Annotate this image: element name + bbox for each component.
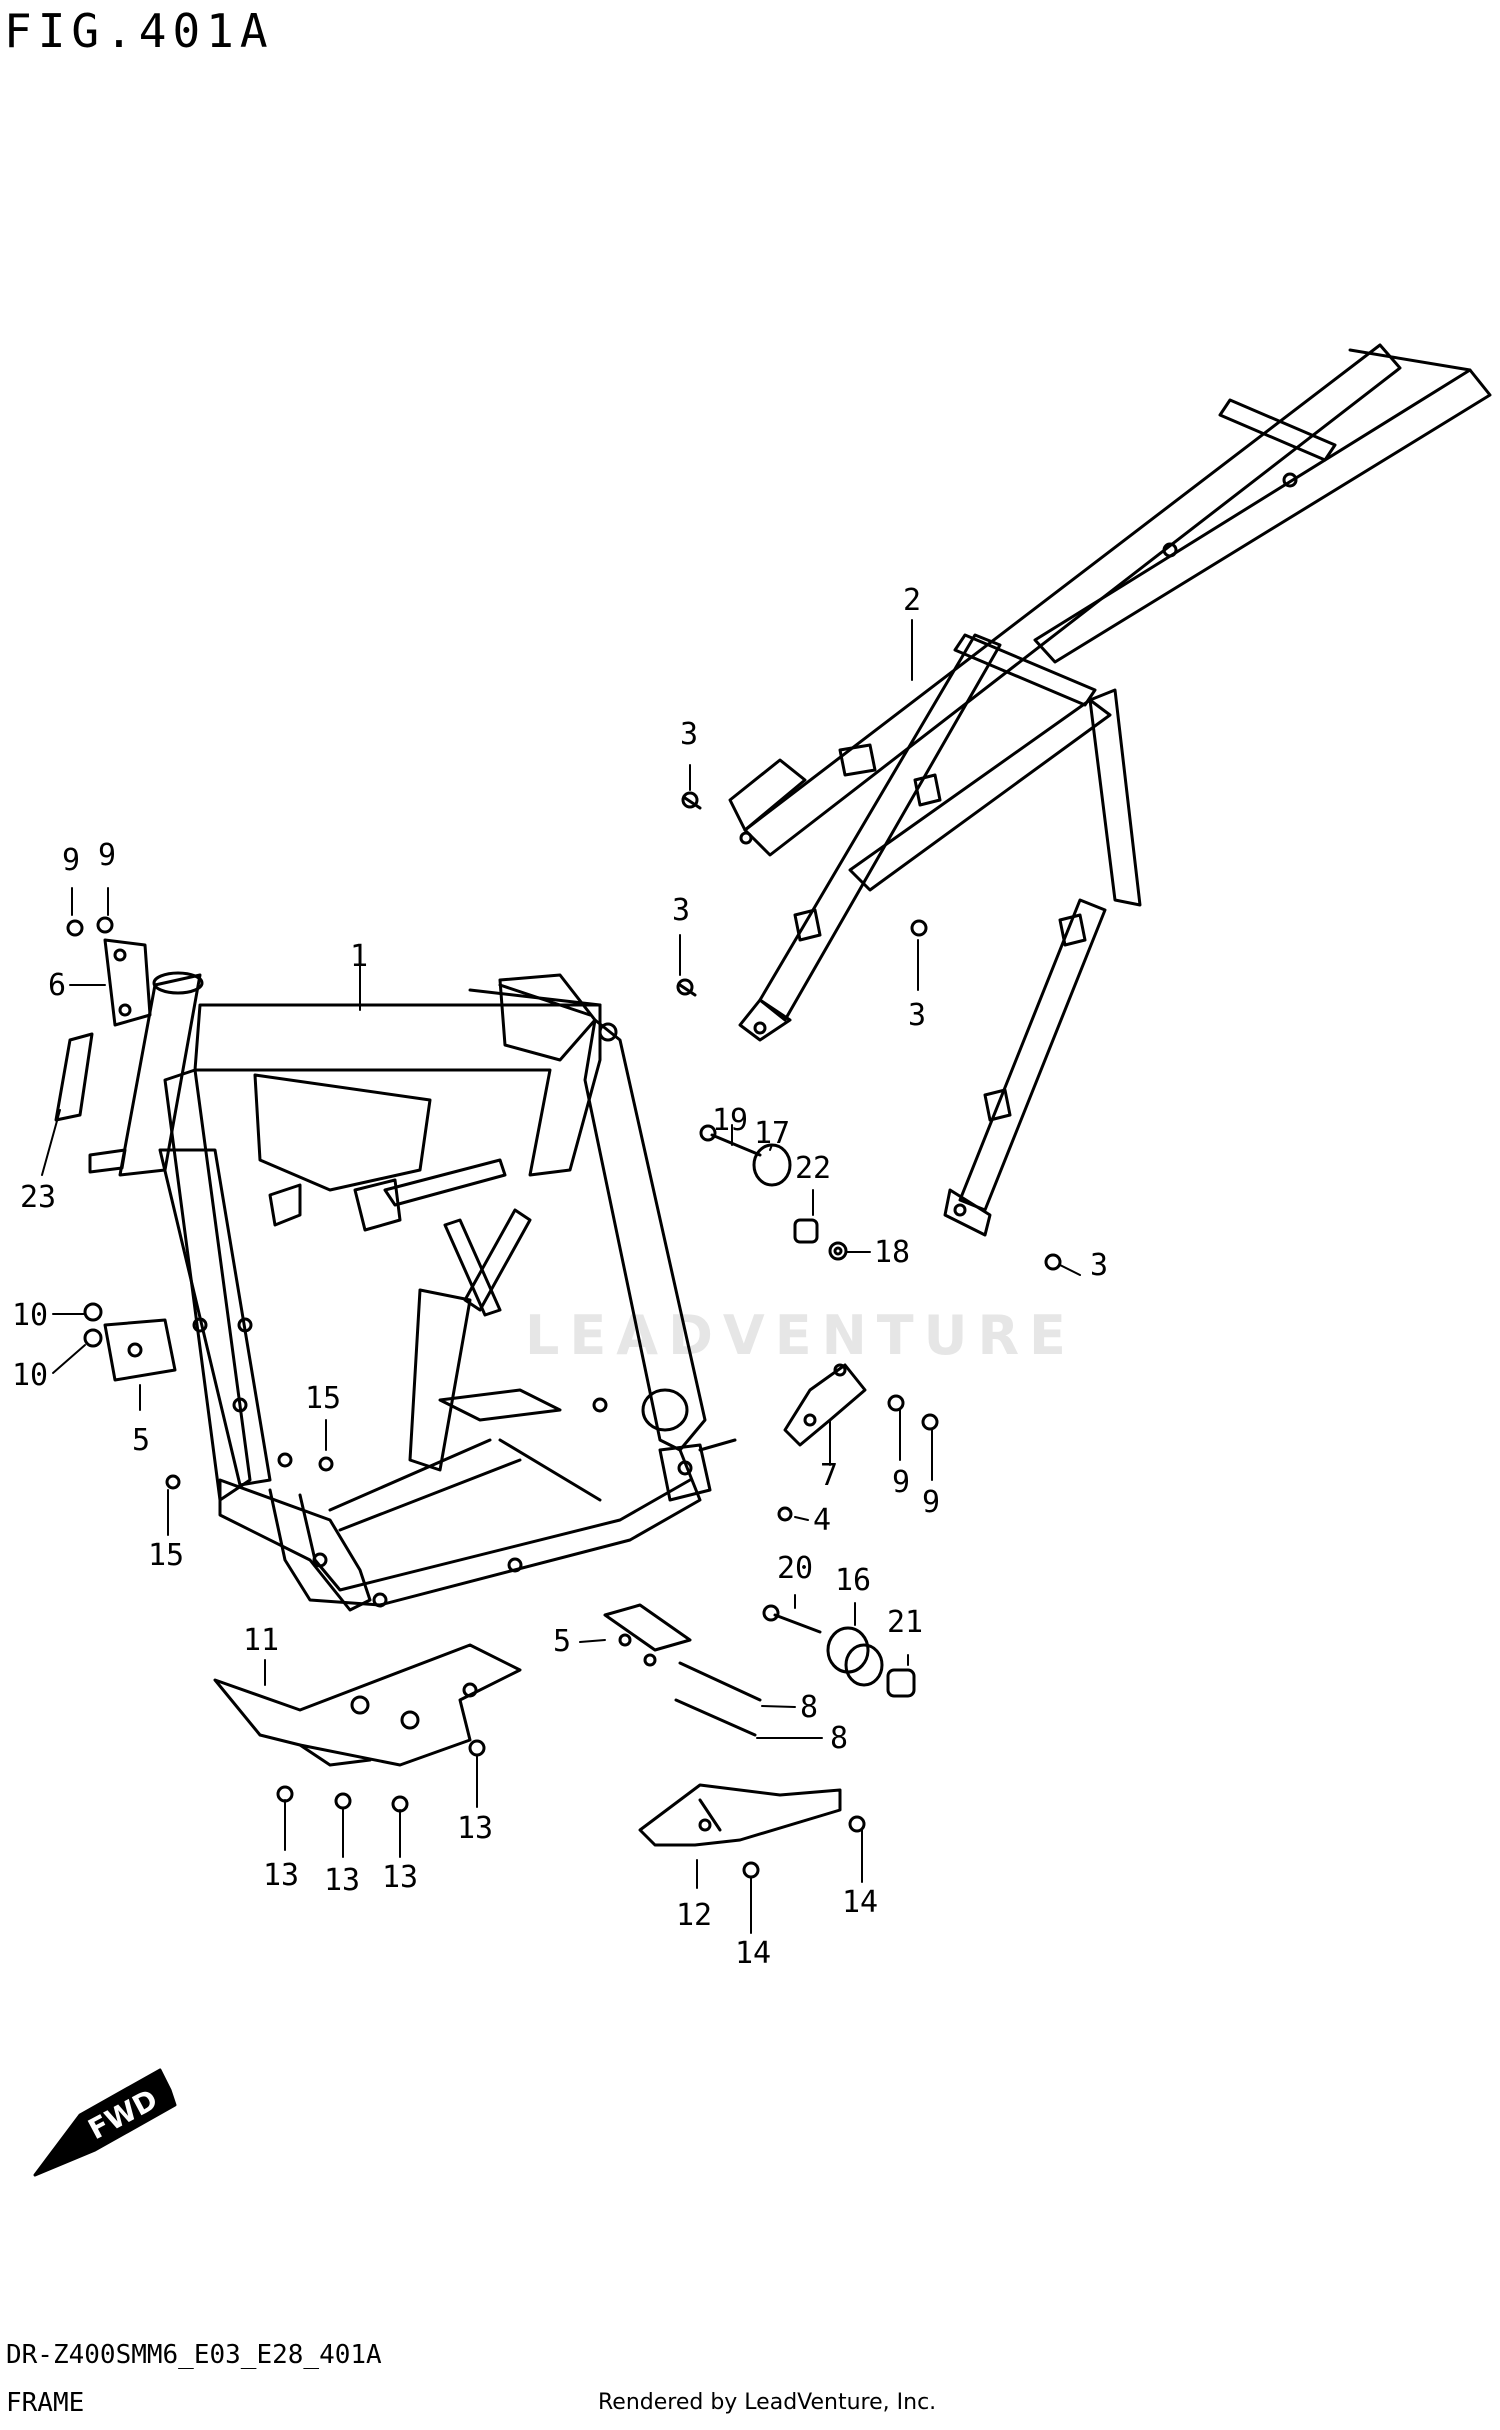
- callout-8b: 8: [830, 1721, 848, 1756]
- callout-3a: 3: [680, 717, 698, 752]
- callout-19: 19: [712, 1103, 748, 1138]
- figure-title: FIG.401A: [4, 4, 274, 58]
- render-credit: Rendered by LeadVenture, Inc.: [598, 2390, 937, 2415]
- fwd-arrow-icon: FWD: [33, 2068, 177, 2177]
- callout-20: 20: [777, 1551, 813, 1586]
- callout-13b: 13: [324, 1863, 360, 1898]
- main-frame[interactable]: [88, 971, 737, 1612]
- leader-lines: [41, 619, 1081, 1934]
- callout-9d: 9: [922, 1485, 940, 1520]
- callout-10a: 10: [12, 1298, 48, 1333]
- callout-8a: 8: [800, 1690, 818, 1725]
- callout-14a: 14: [735, 1936, 771, 1971]
- callout-2: 2: [903, 583, 921, 618]
- callout-9a: 9: [62, 843, 80, 878]
- callout-15b: 15: [148, 1538, 184, 1573]
- section-name: FRAME: [6, 2388, 85, 2418]
- rear-subframe[interactable]: [728, 343, 1492, 1237]
- callout-5b: 5: [553, 1624, 571, 1659]
- callout-16: 16: [835, 1563, 871, 1598]
- callout-14b: 14: [842, 1885, 878, 1920]
- callout-3b: 3: [672, 893, 690, 928]
- callout-18: 18: [874, 1235, 910, 1270]
- callout-3c: 3: [908, 998, 926, 1033]
- engine-mount-plate-front[interactable]: [103, 1318, 177, 1382]
- bolts-and-nuts[interactable]: [66, 791, 1062, 1879]
- callout-6: 6: [48, 968, 66, 1003]
- callout-23: 23: [20, 1180, 56, 1215]
- callout-3d: 3: [1090, 1248, 1108, 1283]
- callout-17: 17: [754, 1116, 790, 1151]
- callout-22: 22: [795, 1151, 831, 1186]
- head-bracket-6[interactable]: [103, 938, 152, 1027]
- callout-15a: 15: [305, 1381, 341, 1416]
- bracket-7[interactable]: [783, 1363, 867, 1447]
- callout-11: 11: [243, 1623, 279, 1658]
- callout-21: 21: [887, 1605, 923, 1640]
- callout-1: 1: [350, 939, 368, 974]
- callout-labels: 1 2 3 3 3 3 4 5 5 6 7 8 8 9 9 9 9 10 10 …: [12, 583, 1108, 1971]
- callout-13a: 13: [263, 1858, 299, 1893]
- skid-plate-11[interactable]: [213, 1643, 522, 1767]
- callout-13c: 13: [382, 1860, 418, 1895]
- callout-5a: 5: [132, 1423, 150, 1458]
- callout-10b: 10: [12, 1358, 48, 1393]
- callout-9c: 9: [892, 1465, 910, 1500]
- watermark: LEADVENTURE: [525, 1304, 1076, 1367]
- callout-13d: 13: [457, 1811, 493, 1846]
- guard-12[interactable]: [638, 1783, 842, 1847]
- callout-9b: 9: [98, 838, 116, 873]
- model-code: DR-Z400SMM6_E03_E28_401A: [6, 2340, 382, 2370]
- engine-mount-plate-lower[interactable]: [603, 1603, 692, 1667]
- label-plate-23[interactable]: [54, 1032, 94, 1122]
- callout-12: 12: [676, 1898, 712, 1933]
- callout-7: 7: [820, 1458, 838, 1493]
- callout-4: 4: [813, 1503, 831, 1538]
